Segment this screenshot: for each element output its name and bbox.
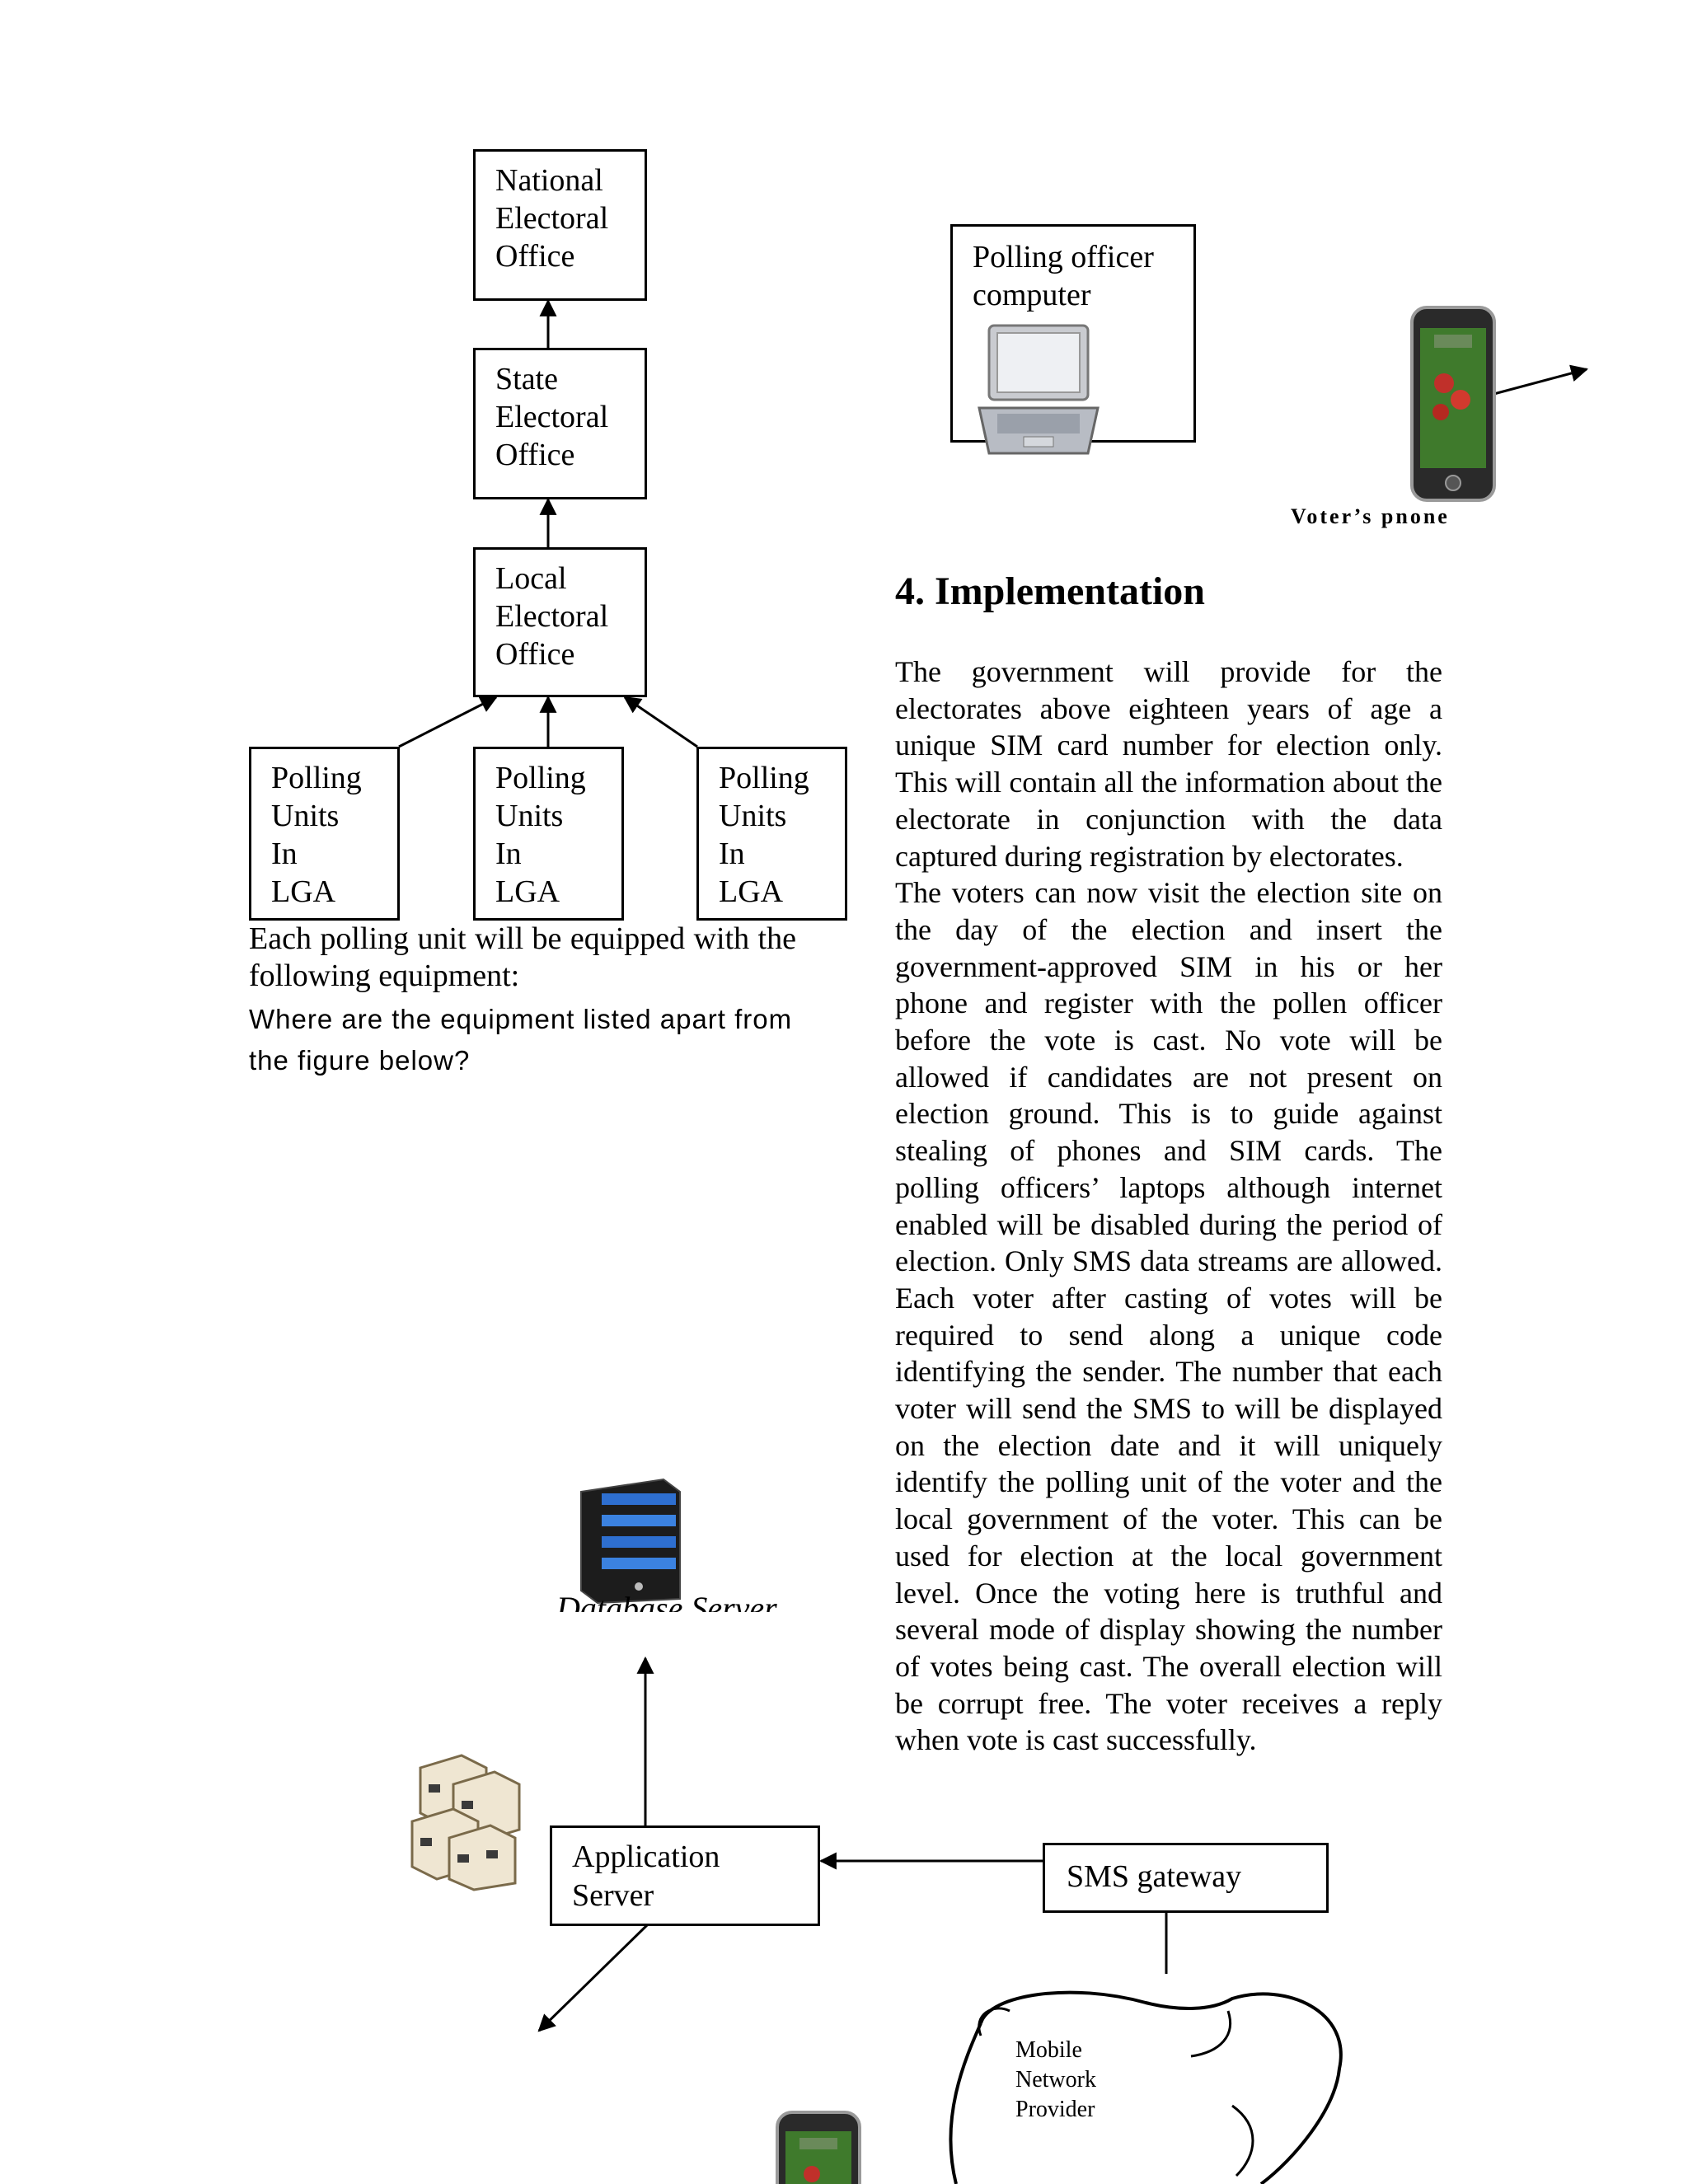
laptop-icon (978, 324, 1100, 455)
application-server-box: Application Server (550, 1825, 820, 1926)
local-electoral-office-box: Local Electoral Office (473, 547, 647, 697)
cloud-inner-curl-right (1231, 2104, 1254, 2177)
application-server-line-1: Application (572, 1840, 720, 1874)
polling-officer-label-1: Polling officer (973, 240, 1154, 274)
equipment-intro-text: Each polling unit will be equipped with … (249, 921, 796, 993)
pu3-line-4: LGA (719, 874, 784, 909)
pu1-line-4: LGA (271, 874, 336, 909)
mobile-network-label: Mobile Network Provider (1015, 2036, 1096, 2125)
local-line-2: Electoral (495, 599, 609, 634)
equipment-question-text: Where are the equipment listed apart fro… (249, 1004, 793, 1076)
national-line-2: Electoral (495, 201, 609, 236)
national-electoral-office-box: National Electoral Office (473, 149, 647, 301)
state-line-2: Electoral (495, 400, 609, 434)
cloud-inner-curl-left (978, 2007, 1010, 2036)
state-line-1: State (495, 362, 558, 396)
arrow-pu1-to-local (398, 696, 498, 748)
implementation-body: The government will provide for the elec… (895, 654, 1442, 1759)
implementation-heading: 4. Implementation (895, 569, 1205, 613)
arrow-pu3-to-local (623, 696, 698, 748)
mobile-network-line-1: Mobile (1015, 2037, 1082, 2063)
pu2-line-1: Polling (495, 761, 586, 795)
sms-gateway-box: SMS gateway (1043, 1843, 1329, 1913)
application-server-line-2: Server (572, 1878, 654, 1913)
sms-gateway-label: SMS gateway (1067, 1859, 1242, 1894)
arrow-phone-out (1487, 364, 1589, 397)
national-line-3: Office (495, 239, 575, 274)
pu3-line-3: In (719, 837, 745, 871)
pu2-line-2: Units (495, 799, 564, 833)
mobile-network-cloud (949, 1990, 1343, 2184)
pu1-line-2: Units (271, 799, 340, 833)
state-electoral-office-box: State Electoral Office (473, 348, 647, 499)
implementation-paragraph-1: The government will provide for the elec… (895, 655, 1442, 873)
local-line-3: Office (495, 637, 575, 672)
pu3-line-1: Polling (719, 761, 809, 795)
cloud-inner-curl-top (1190, 2010, 1232, 2058)
database-server-icon (580, 1478, 681, 1605)
database-server-label: Database Server (556, 1590, 777, 1612)
implementation-paragraph-2: The voters can now visit the election si… (895, 876, 1442, 1757)
polling-units-box-2: Polling Units In LGA (473, 747, 624, 921)
polling-officer-computer-box: Polling officer computer (950, 224, 1196, 443)
polling-units-box-3: Polling Units In LGA (696, 747, 847, 921)
arrow-app-down-left (537, 1924, 649, 2032)
state-line-3: Office (495, 438, 575, 472)
pu1-line-1: Polling (271, 761, 362, 795)
pu2-line-4: LGA (495, 874, 560, 909)
local-line-1: Local (495, 561, 567, 596)
voter-phone-icon (1410, 306, 1496, 502)
pu2-line-3: In (495, 837, 522, 871)
mobile-network-line-2: Network (1015, 2067, 1096, 2093)
polling-units-box-1: Polling Units In LGA (249, 747, 400, 921)
pu1-line-3: In (271, 837, 298, 871)
mobile-network-line-3: Provider (1015, 2097, 1095, 2122)
server-stack-icon (410, 1754, 521, 1891)
bottom-phone-icon (776, 2111, 861, 2184)
polling-officer-label-2: computer (973, 278, 1091, 312)
voter-phone-label: Voter’s pnone (1291, 504, 1450, 528)
pu3-line-2: Units (719, 799, 787, 833)
national-line-1: National (495, 163, 603, 198)
